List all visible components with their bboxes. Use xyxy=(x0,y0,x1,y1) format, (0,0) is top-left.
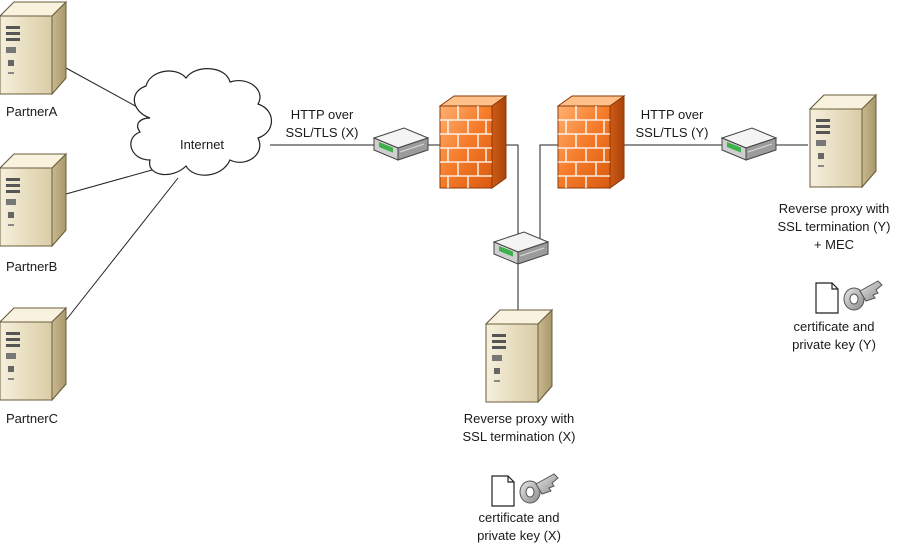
proxy-x-server-icon xyxy=(485,309,553,403)
router-y-icon xyxy=(721,127,777,161)
firewall-y-icon xyxy=(557,95,625,189)
partnerA-label: PartnerA xyxy=(6,104,58,119)
internet-label: Internet xyxy=(179,137,225,152)
cert-x-label-line1: certificate and xyxy=(478,510,560,525)
partnerC-label: PartnerC xyxy=(6,411,59,426)
link-y-label-line2: SSL/TLS (Y) xyxy=(635,125,709,140)
private-key-x-icon xyxy=(519,473,559,504)
proxy-y-label-line2: SSL termination (Y) xyxy=(777,219,891,234)
proxy-y-server-icon xyxy=(809,94,877,188)
partnerA-server-icon xyxy=(0,1,67,95)
link-partnerC-internet xyxy=(65,177,179,321)
firewall-x-icon xyxy=(439,95,507,189)
partnerB-server-icon xyxy=(0,153,67,247)
link-y-label-line1: HTTP over xyxy=(640,107,704,122)
certificate-x-icon xyxy=(491,475,515,507)
internet-cloud-icon xyxy=(130,68,273,176)
proxy-y-label-line3: + MEC xyxy=(813,237,855,252)
link-partnerB-internet xyxy=(65,169,153,195)
partnerC-server-icon xyxy=(0,307,67,401)
proxy-y-label-line1: Reverse proxy with xyxy=(778,201,890,216)
proxy-x-label-line1: Reverse proxy with xyxy=(463,411,575,426)
proxy-x-label-line2: SSL termination (X) xyxy=(462,429,576,444)
cert-y-label-line2: private key (Y) xyxy=(792,337,876,352)
private-key-y-icon xyxy=(843,280,883,311)
link-x-label-line1: HTTP over xyxy=(290,107,354,122)
router-x-icon xyxy=(373,127,429,161)
link-x-label-line2: SSL/TLS (X) xyxy=(285,125,359,140)
partnerB-label: PartnerB xyxy=(6,259,58,274)
cert-x-label-line2: private key (X) xyxy=(477,528,561,543)
cert-y-label-line1: certificate and xyxy=(793,319,875,334)
certificate-y-icon xyxy=(815,282,839,314)
